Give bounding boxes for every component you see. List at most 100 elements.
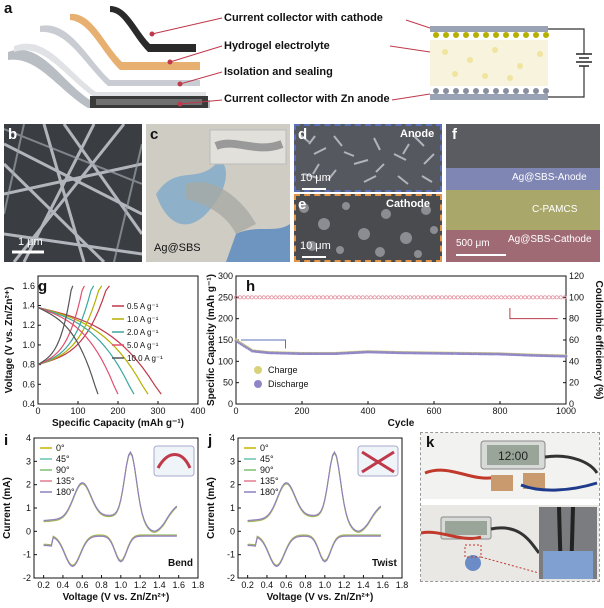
ce-point — [289, 295, 294, 300]
ce-point — [297, 295, 302, 300]
panel-c-label: Ag@SBS — [154, 242, 201, 254]
x-tick-label: 1.2 — [338, 580, 351, 590]
ce-point — [546, 295, 551, 300]
panel-letter-a: a — [4, 0, 13, 17]
legend-label: 1.0 A g⁻¹ — [127, 315, 159, 324]
ce-point — [384, 295, 389, 300]
panel-d-scale: 10 μm — [300, 172, 331, 184]
panel-e-title: Cathode — [386, 198, 430, 210]
y-tick-label: 0.8 — [22, 360, 35, 370]
legend-label: 2.0 A g⁻¹ — [127, 328, 159, 337]
x-tick-label: 0.2 — [241, 580, 254, 590]
panel-d-sem — [294, 124, 442, 192]
ce-point — [436, 295, 440, 300]
panel-k-photos: 12:00 — [420, 432, 600, 582]
ce-point — [372, 295, 377, 300]
ce-point — [432, 295, 436, 300]
panel-d-scalebar — [302, 188, 326, 190]
ce-point — [475, 295, 480, 300]
y-tick-label: 4 — [230, 433, 235, 443]
legend-charge-label: Charge — [268, 365, 298, 375]
panel-b-sem — [4, 124, 142, 262]
x-axis-label: Cycle — [388, 418, 415, 428]
x-tick-label: 0.6 — [280, 580, 293, 590]
panel-letter-g: g — [38, 278, 48, 295]
x-tick-label: 0 — [233, 406, 238, 416]
y-tick-label: 200 — [218, 314, 233, 324]
legend-label: 180° — [260, 487, 279, 497]
ce-point — [265, 295, 270, 300]
ce-point — [277, 295, 282, 300]
x-tick-label: 0.8 — [299, 580, 312, 590]
layer-label-cathode: Ag@SBS-Cathode — [508, 234, 592, 245]
x-tick-label: 1.4 — [357, 580, 370, 590]
y-tick-label: 300 — [218, 271, 233, 281]
panel-letter-h: h — [246, 278, 256, 295]
y-tick-label: -1 — [23, 550, 31, 560]
legend-discharge-label: Discharge — [268, 379, 309, 389]
discharge-curve — [37, 306, 162, 395]
legend-label: 0.5 A g⁻¹ — [127, 302, 159, 311]
panel-f-cross-section — [446, 124, 600, 262]
ce-point — [535, 295, 539, 300]
plot-frame — [37, 275, 199, 405]
x-tick-label: 0.2 — [37, 580, 50, 590]
label-cathode-collector: Current collector with cathode — [224, 12, 383, 24]
y-axis-label: Specific Capacity (mAh g⁻¹) — [206, 274, 217, 406]
mode-annotation: Bend — [168, 558, 193, 569]
x-axis-label: Specific Capacity (mAh g⁻¹) — [52, 418, 184, 428]
label-hydrogel: Hydrogel electrolyte — [224, 40, 330, 52]
ce-point — [238, 295, 242, 300]
ce-point — [329, 295, 333, 300]
ce-point — [305, 295, 310, 300]
legend-label: 90° — [56, 465, 70, 475]
legend-label: 135° — [56, 476, 75, 486]
y-tick-label: 1.2 — [22, 320, 35, 330]
legend-label: 0° — [260, 443, 269, 453]
legend-label: 135° — [260, 476, 279, 486]
x-tick-label: 800 — [492, 406, 507, 416]
ce-point — [344, 295, 349, 300]
ce-point — [301, 295, 306, 300]
ce-point — [519, 295, 524, 300]
charge-curve — [37, 285, 74, 366]
label-isolation: Isolation and sealing — [224, 66, 333, 78]
arrow-left-axis — [240, 339, 286, 349]
ce-point — [273, 295, 278, 300]
x-tick-label: 1.8 — [192, 580, 204, 590]
top-region — [446, 124, 600, 168]
ce-point — [511, 295, 516, 300]
panel-c-photo — [146, 124, 290, 262]
y2-tick-label: 100 — [569, 292, 584, 302]
x-tick-label: 100 — [70, 406, 85, 416]
x-tick-label: 0 — [35, 406, 40, 416]
discharge-curve — [37, 306, 149, 395]
y-tick-label: 1.4 — [22, 301, 35, 311]
y-tick-label: 0 — [230, 526, 235, 536]
panel-letter-j: j — [208, 432, 213, 449]
ce-point — [538, 295, 543, 300]
ce-point — [313, 295, 318, 300]
arrow-right-axis — [509, 308, 558, 320]
x-tick-label: 0.4 — [261, 580, 274, 590]
y-axis-label: Current (mA) — [206, 477, 217, 539]
ce-point — [558, 295, 563, 300]
ce-point — [356, 295, 361, 300]
ce-point — [455, 295, 460, 300]
device-illustration — [8, 6, 210, 108]
panel-letter-e: e — [298, 196, 307, 213]
y-tick-label: 150 — [218, 335, 233, 345]
y-tick-label: 1 — [230, 503, 235, 513]
ce-point — [503, 295, 508, 300]
svg-text:12:00: 12:00 — [498, 449, 528, 463]
ce-point — [380, 295, 385, 300]
y-tick-label: -1 — [227, 550, 235, 560]
layer-label-electrolyte: C-PAMCS — [532, 204, 578, 215]
ce-point — [317, 295, 322, 300]
y-tick-label: 0.4 — [22, 399, 35, 409]
x-tick-label: 1.0 — [115, 580, 128, 590]
panel-letter-d: d — [298, 126, 308, 143]
y-tick-label: 3 — [26, 456, 31, 466]
ce-point — [388, 295, 393, 300]
panel-letter-f: f — [452, 126, 457, 143]
